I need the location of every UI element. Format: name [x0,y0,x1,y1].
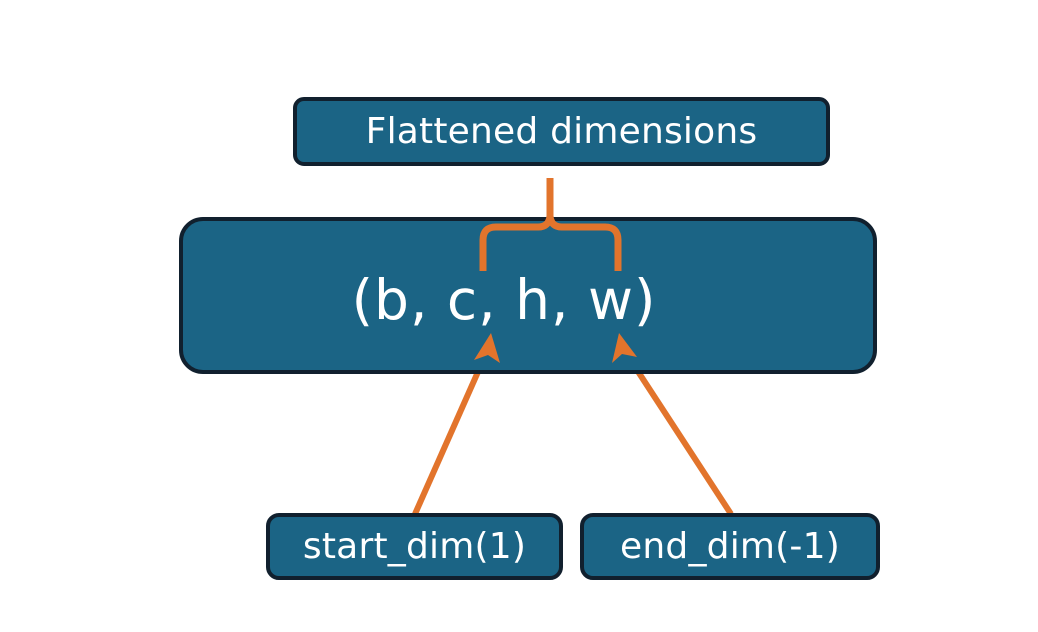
node-shape-tuple: (b, c, h, w) [179,217,877,374]
node-start-dim-label: start_dim(1) [302,526,527,567]
node-end-dim: end_dim(-1) [580,513,880,580]
node-start-dim: start_dim(1) [266,513,563,580]
node-flattened-dimensions: Flattened dimensions [293,97,830,166]
node-end-dim-label: end_dim(-1) [620,526,840,567]
node-shape-tuple-label: (b, c, h, w) [351,267,657,332]
node-flattened-dimensions-label: Flattened dimensions [365,111,758,152]
